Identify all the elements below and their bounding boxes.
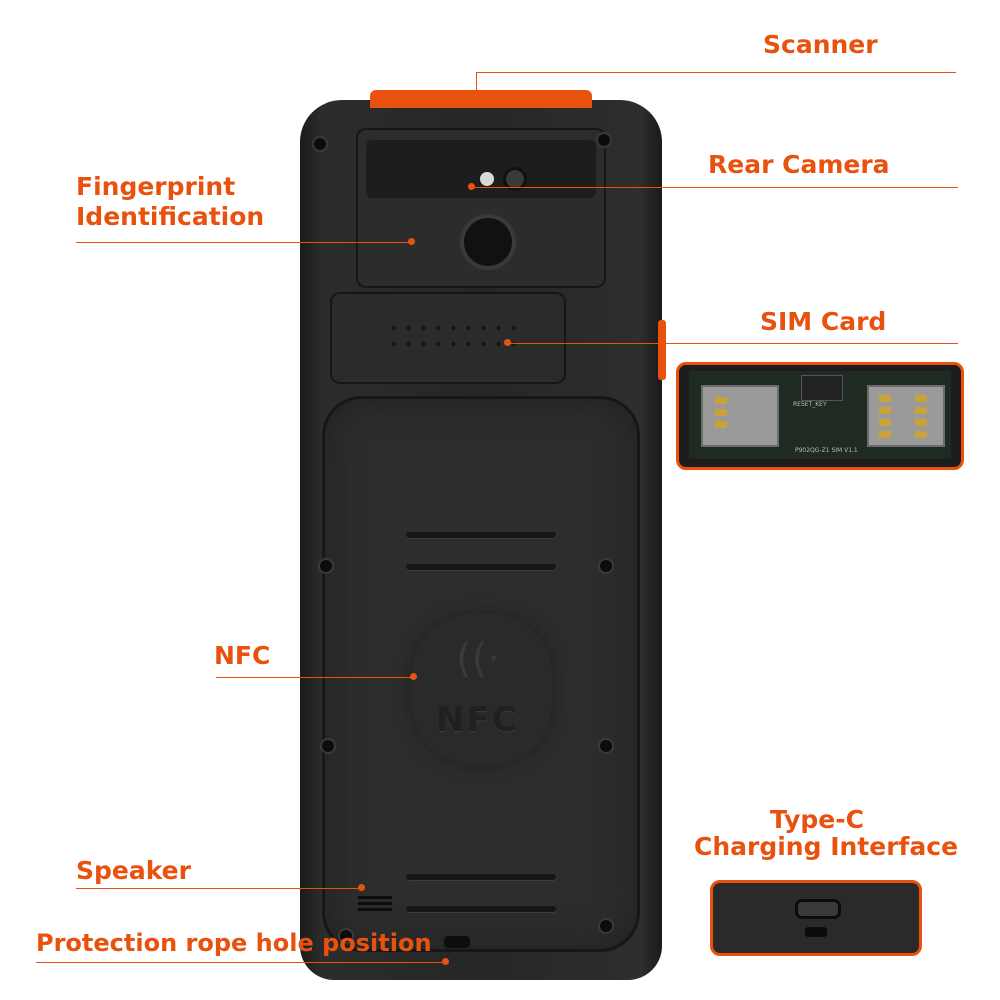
screw-top-right	[598, 134, 610, 146]
label-sim-card: SIM Card	[760, 307, 887, 336]
label-fingerprint-1: Fingerprint	[76, 172, 236, 201]
dot-fingerprint	[408, 238, 415, 245]
camera-strip	[366, 140, 596, 198]
sim-cover	[330, 292, 566, 384]
scanner-window	[370, 90, 592, 108]
screw-bottom-right	[600, 740, 612, 752]
label-nfc: NFC	[214, 641, 271, 670]
fingerprint-sensor	[464, 218, 512, 266]
rope-hole	[444, 936, 470, 948]
nfc-emblem-text: NFC	[436, 700, 519, 740]
label-rear-camera: Rear Camera	[708, 150, 890, 179]
label-fingerprint-2: Identification	[76, 202, 265, 231]
ridge-top-1	[406, 532, 556, 538]
dot-sim-card	[504, 339, 511, 346]
dot-scanner	[473, 94, 480, 101]
label-speaker: Speaker	[76, 856, 191, 885]
reset-key	[801, 375, 843, 401]
screw-mid-left	[320, 560, 332, 572]
sim-tray-text-bottom: P902QG-Z1 SIM V1.1	[795, 447, 858, 454]
screw-foot-left	[340, 930, 352, 942]
rear-camera-lens	[506, 170, 524, 188]
lead-scanner-h	[476, 72, 956, 73]
label-scanner: Scanner	[763, 30, 878, 59]
side-button	[658, 320, 666, 380]
usb-c-port-icon	[795, 899, 841, 919]
sim-cover-dots	[386, 320, 516, 354]
type-c-callout	[710, 880, 922, 956]
lead-sim-card	[508, 343, 958, 344]
lead-fingerprint	[76, 242, 410, 243]
camera-housing	[356, 128, 606, 288]
ridge-top-2	[406, 564, 556, 570]
device-body: ((· NFC	[300, 90, 666, 980]
label-rope-hole: Protection rope hole position	[36, 929, 432, 957]
dot-rope-hole	[442, 958, 449, 965]
sim-tray-board: RESET_KEY P902QG-Z1 SIM V1.1	[689, 371, 951, 459]
label-type-c-1: Type-C	[770, 805, 864, 834]
ridge-bottom-1	[406, 874, 556, 880]
lead-scanner-v	[476, 72, 477, 98]
screw-foot-right	[600, 920, 612, 932]
nfc-emblem: ((· NFC	[412, 614, 552, 764]
nano-sim-slot	[867, 385, 945, 447]
micro-sd-slot	[701, 385, 779, 447]
ridge-bottom-2	[406, 906, 556, 912]
flash-led	[480, 172, 494, 186]
lead-nfc	[216, 677, 412, 678]
lead-rear-camera	[472, 187, 958, 188]
dot-rear-camera	[468, 183, 475, 190]
label-type-c-2: Charging Interface	[694, 832, 959, 861]
lead-rope-hole	[36, 962, 444, 963]
battery-cover: ((· NFC	[322, 396, 640, 952]
dot-nfc	[410, 673, 417, 680]
rope-slot-icon	[805, 927, 827, 937]
screw-mid-right	[600, 560, 612, 572]
sim-tray-callout: RESET_KEY P902QG-Z1 SIM V1.1	[676, 362, 964, 470]
nfc-waves-icon: ((·	[456, 636, 500, 682]
screw-top-left	[314, 138, 326, 150]
lead-speaker	[76, 888, 360, 889]
speaker-grille	[358, 896, 392, 914]
sim-tray-text-top: RESET_KEY	[793, 401, 827, 408]
dot-speaker	[358, 884, 365, 891]
screw-bottom-left	[322, 740, 334, 752]
